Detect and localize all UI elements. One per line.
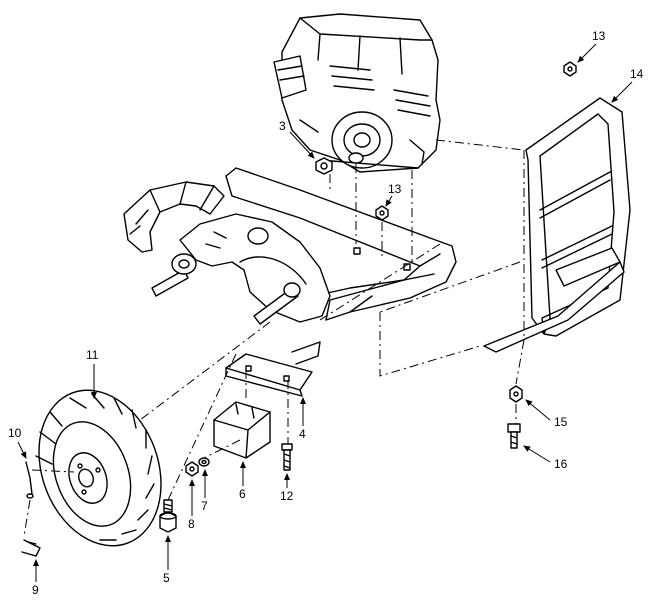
callout-16: 16 [523, 445, 568, 471]
tine-shaft [151, 253, 301, 325]
callout-14: 14 [611, 67, 644, 103]
callout-7: 7 [201, 469, 208, 513]
bolt-16 [507, 423, 521, 449]
callout-3: 3 [279, 119, 315, 159]
pin-10 [25, 461, 34, 499]
callout-label-6: 6 [239, 487, 246, 501]
nut-13-mid [375, 205, 389, 221]
hub-spacer-5 [159, 499, 177, 533]
washer-3b [348, 152, 364, 164]
callout-label-15: 15 [554, 415, 568, 429]
engine [273, 13, 441, 173]
callout-label-11: 11 [86, 348, 99, 362]
callout-label-13-mid: 13 [388, 182, 402, 196]
callout-label-4: 4 [299, 427, 306, 441]
callout-10: 10 [8, 426, 27, 459]
callout-11: 11 [86, 348, 99, 399]
callout-6: 6 [239, 461, 246, 501]
nut-13-top [563, 61, 577, 77]
hairpin-clip-9 [21, 539, 41, 557]
callout-5: 5 [163, 535, 171, 585]
callout-label-16: 16 [554, 457, 568, 471]
callout-label-13-top: 13 [592, 29, 606, 43]
wheel-tire [35, 389, 162, 547]
callout-label-5: 5 [163, 571, 170, 585]
callout-4: 4 [299, 397, 306, 441]
callout-8: 8 [188, 479, 195, 531]
callout-label-3: 3 [279, 119, 286, 133]
callout-label-8: 8 [188, 517, 195, 531]
transmission-housing [179, 213, 331, 323]
callout-15: 15 [525, 399, 568, 429]
callout-label-7: 7 [201, 499, 208, 513]
assembly-lines [23, 139, 525, 537]
nut-8 [185, 461, 199, 477]
tine-hood [123, 181, 225, 253]
nut-3 [315, 157, 333, 175]
callout-label-10: 10 [8, 426, 22, 440]
callout-13-top: 13 [577, 29, 606, 63]
callout-12: 12 [280, 473, 294, 503]
weight-block-6 [213, 401, 271, 459]
washer-7 [198, 457, 210, 467]
callout-label-12: 12 [280, 489, 294, 503]
callout-9: 9 [32, 559, 39, 597]
mounting-plate-4 [225, 341, 321, 397]
callout-13-mid: 13 [385, 182, 402, 207]
nut-15 [509, 385, 523, 403]
front-bumper-guard [483, 97, 631, 353]
bolt-12 [281, 443, 293, 471]
callout-label-9: 9 [32, 583, 39, 597]
callout-label-14: 14 [630, 67, 644, 81]
